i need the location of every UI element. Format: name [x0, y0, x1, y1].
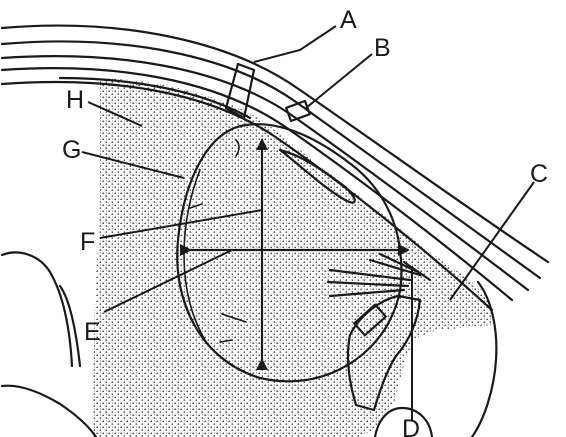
label-d: D — [402, 415, 420, 437]
label-e: E — [84, 318, 101, 346]
label-h: H — [66, 86, 84, 114]
label-a: A — [340, 6, 357, 34]
label-c: C — [530, 160, 548, 188]
label-b: B — [374, 34, 391, 62]
label-g: G — [62, 136, 81, 164]
label-f: F — [80, 228, 95, 256]
small-rectangle-b — [286, 101, 310, 121]
left-lower-structures — [2, 252, 96, 437]
